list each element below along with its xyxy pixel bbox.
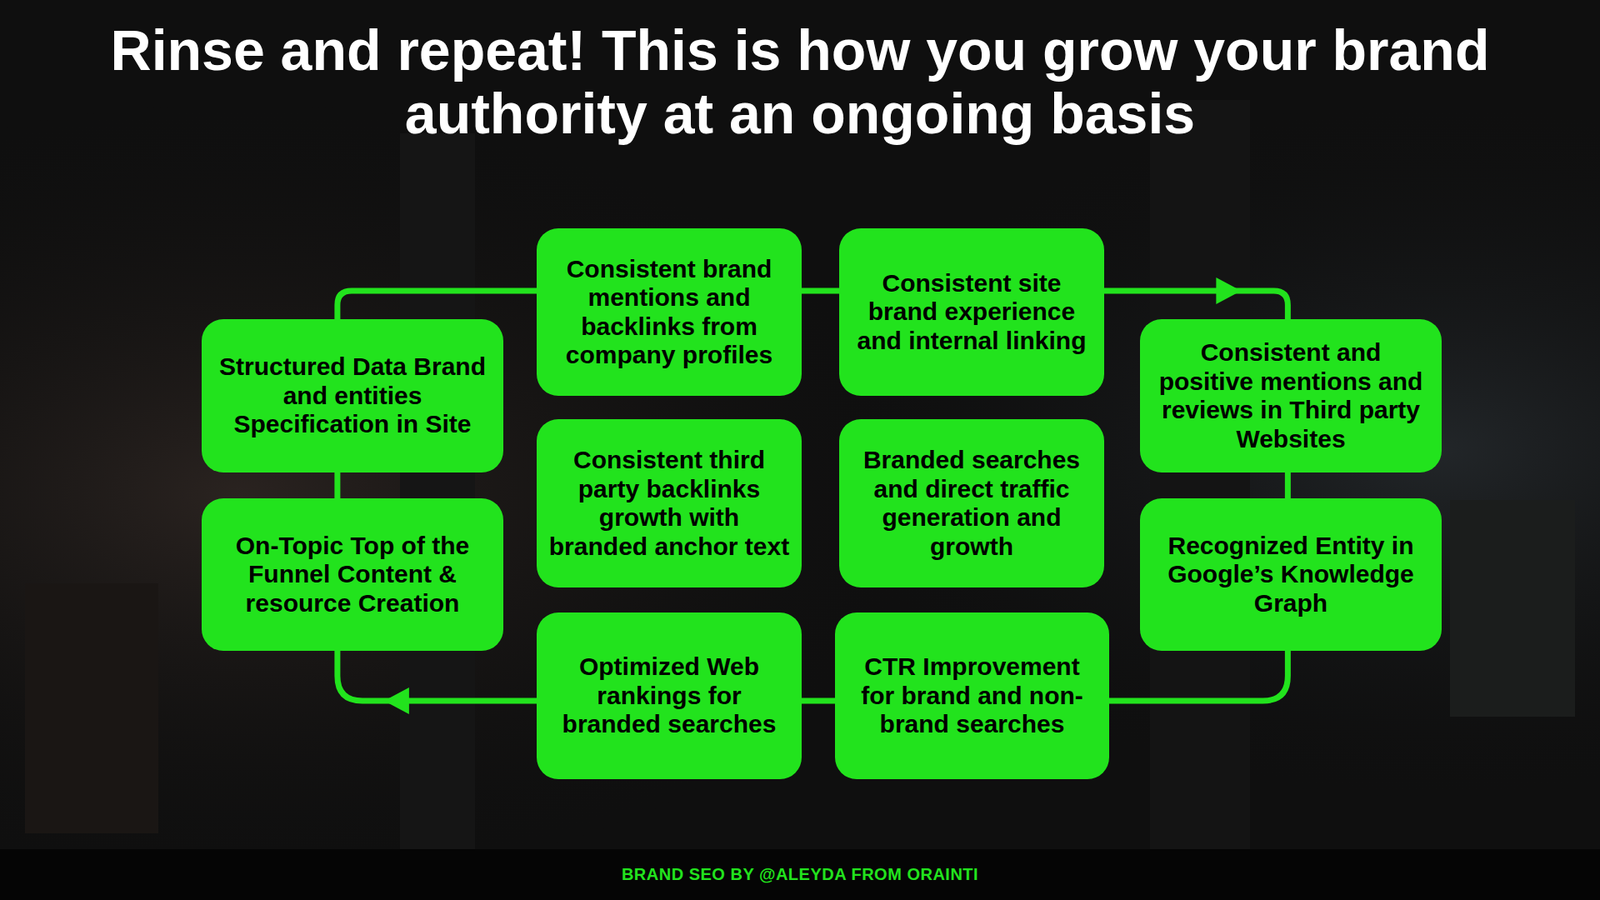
connector-line	[334, 472, 340, 499]
credit-label: BRAND SEO BY @ALEYDA FROM ORAINTI	[0, 849, 1600, 900]
connector-line	[801, 698, 835, 705]
arrow-head	[384, 687, 410, 715]
box-label: Optimized Web rankings for branded searc…	[546, 652, 792, 740]
box-text-wrap: On-Topic Top of the Funnel Content & res…	[211, 531, 494, 619]
box-text-wrap: Consistent brand mentions and backlinks …	[546, 255, 792, 370]
connector-line	[1104, 290, 1288, 320]
box-text-wrap: Consistent and positive mentions and rev…	[1150, 338, 1432, 454]
box-label: Consistent and positive mentions and rev…	[1150, 338, 1432, 454]
cycle-connector	[1287, 472, 1289, 499]
box-text-wrap: CTR Improvement for brand and non-brand …	[845, 652, 1100, 740]
process-box: Structured Data Brand and entities Speci…	[201, 319, 504, 473]
box-text-wrap: Branded searches and direct traffic gene…	[849, 445, 1095, 561]
box-label: Structured Data Brand and entities Speci…	[211, 352, 494, 440]
process-box: CTR Improvement for brand and non-brand …	[835, 612, 1110, 780]
cycle-connector	[336, 472, 338, 499]
box-label: Recognized Entity in Google’s Knowledge …	[1150, 531, 1432, 619]
cycle-connector	[337, 650, 537, 715]
process-box: Optimized Web rankings for branded searc…	[536, 612, 802, 780]
arrow-head	[1215, 277, 1241, 305]
process-box: Consistent brand mentions and backlinks …	[536, 228, 802, 396]
box-label: Branded searches and direct traffic gene…	[849, 445, 1095, 561]
process-box: Consistent and positive mentions and rev…	[1140, 319, 1442, 473]
connector-line	[337, 290, 537, 320]
box-text-wrap: Optimized Web rankings for branded searc…	[546, 652, 792, 740]
box-text-wrap: Consistent site brand experience and int…	[849, 269, 1095, 356]
box-label: Consistent brand mentions and backlinks …	[546, 255, 792, 370]
cycle-connector	[801, 290, 840, 292]
connector-line	[1285, 472, 1291, 499]
footer-bar: BRAND SEO BY @ALEYDA FROM ORAINTI	[0, 849, 1600, 900]
box-text-wrap: Recognized Entity in Google’s Knowledge …	[1150, 531, 1432, 619]
cycle-connector	[1109, 650, 1288, 701]
box-label: CTR Improvement for brand and non-brand …	[845, 652, 1100, 740]
process-box: Branded searches and direct traffic gene…	[839, 419, 1105, 588]
connector-line	[801, 288, 840, 295]
connector-line	[337, 650, 537, 701]
box-text-wrap: Consistent third party backlinks growth …	[546, 445, 792, 561]
slide-title: Rinse and repeat! This is how you grow y…	[50, 18, 1550, 145]
connector-line	[1109, 650, 1288, 701]
box-label: Consistent third party backlinks growth …	[546, 445, 792, 561]
cycle-connector	[1104, 277, 1288, 320]
cycle-connector	[337, 290, 537, 320]
process-box: Consistent third party backlinks growth …	[536, 419, 802, 588]
cycle-connector	[801, 700, 835, 702]
box-text-wrap: Structured Data Brand and entities Speci…	[211, 352, 494, 440]
box-label: On-Topic Top of the Funnel Content & res…	[211, 531, 494, 619]
process-box: Consistent site brand experience and int…	[839, 228, 1105, 396]
box-label: Consistent site brand experience and int…	[849, 269, 1095, 356]
process-box: Recognized Entity in Google’s Knowledge …	[1140, 498, 1442, 651]
process-box: On-Topic Top of the Funnel Content & res…	[201, 498, 504, 651]
